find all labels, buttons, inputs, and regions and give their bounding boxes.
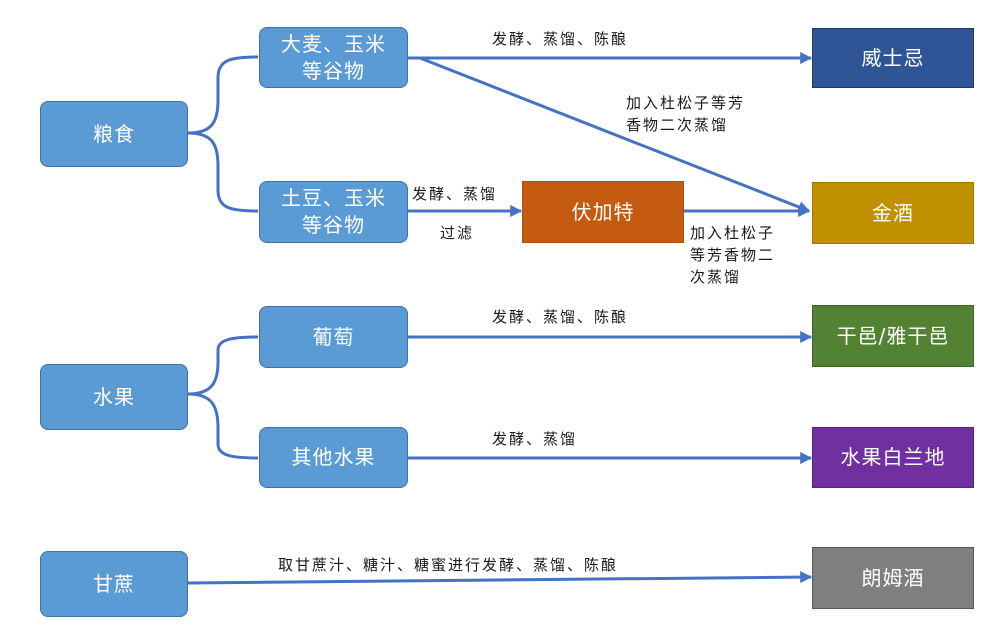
label-gin-from-vodka-line-3: 次蒸馏 — [690, 268, 742, 286]
node-barley-corn-grain: 大麦、玉米等谷物 — [259, 27, 408, 88]
label-vodka-process-top: 发酵、蒸馏 — [412, 185, 498, 203]
label-gin-from-grain-line-2: 香物二次蒸馏 — [626, 116, 729, 134]
label-fruit-brandy-process: 发酵、蒸馏 — [492, 430, 578, 448]
node-grain: 粮食 — [40, 101, 188, 167]
node-fruit-brandy: 水果白兰地 — [812, 427, 974, 488]
node-other-fruit: 其他水果 — [259, 427, 408, 488]
node-brandy: 干邑/雅干邑 — [812, 305, 974, 367]
node-fruit: 水果 — [40, 364, 188, 430]
fruit-brace — [187, 335, 259, 396]
label-gin-from-grain-line-1: 加入杜松子等芳 — [626, 94, 746, 112]
label-whisky-process: 发酵、蒸馏、陈酿 — [492, 30, 629, 48]
label-vodka-process-bottom: 过滤 — [440, 224, 475, 242]
label-brandy-process: 发酵、蒸馏、陈酿 — [492, 308, 629, 326]
edge-sugarcane-to-rum — [187, 571, 813, 585]
label-gin-from-grain: 加入杜松子等芳 香物二次蒸馏 — [626, 92, 745, 136]
node-rum: 朗姆酒 — [812, 547, 974, 609]
label-gin-from-vodka: 加入杜松子 等芳香物二 次蒸馏 — [690, 222, 775, 288]
label-gin-from-vodka-line-1: 加入杜松子 — [690, 224, 776, 242]
grain-brace — [187, 55, 259, 135]
label-gin-from-vodka-line-2: 等芳香物二 — [690, 246, 776, 264]
label-rum-process: 取甘蔗汁、糖汁、糖蜜进行发酵、蒸馏、陈酿 — [278, 556, 619, 574]
node-potato-corn-grain: 土豆、玉米等谷物 — [259, 181, 408, 243]
node-whisky: 威士忌 — [812, 28, 974, 88]
grain-brace-lower — [187, 131, 259, 213]
fruit-brace-lower — [187, 392, 259, 460]
node-gin: 金酒 — [812, 182, 974, 244]
node-sugarcane: 甘蔗 — [40, 551, 188, 617]
node-vodka: 伏加特 — [522, 181, 684, 243]
node-grape: 葡萄 — [259, 306, 408, 368]
edge-grain-to-gin — [419, 56, 811, 213]
